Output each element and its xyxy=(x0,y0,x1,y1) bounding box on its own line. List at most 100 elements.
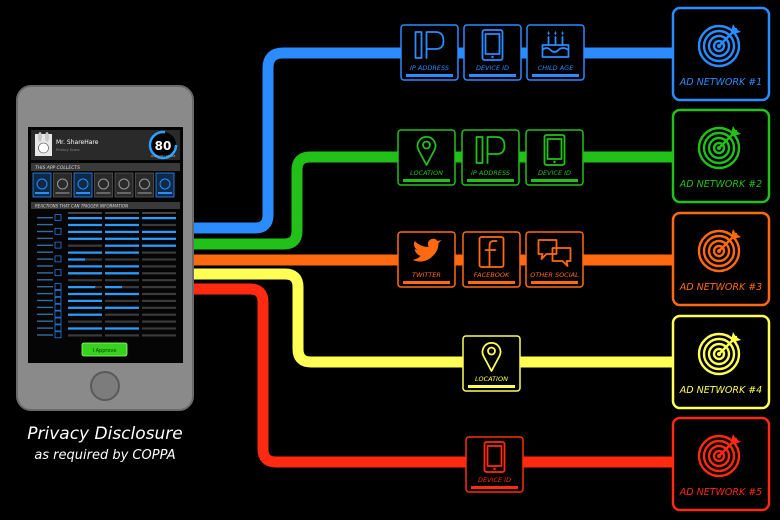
line-ad-network-4 xyxy=(184,268,672,368)
data-item-ip-address: IP ADDRESS xyxy=(400,24,459,81)
reactions-row xyxy=(37,324,176,332)
data-item-label: OTHER SOCIAL xyxy=(530,271,579,279)
data-item-bar xyxy=(531,281,578,284)
data-item-bar xyxy=(531,179,578,182)
data-item-bar xyxy=(468,385,515,388)
target-icon xyxy=(697,229,741,273)
collects-header xyxy=(31,163,180,171)
collects-item xyxy=(53,172,72,198)
reactions-row xyxy=(37,310,176,318)
caption-title: Privacy Disclosure xyxy=(27,424,183,444)
data-item-border xyxy=(397,129,456,186)
target-icon xyxy=(697,24,741,68)
collects-title: THIS APP COLLECTS xyxy=(35,165,80,171)
reactions-row xyxy=(37,237,176,240)
ad-networks: AD NETWORK #1 AD NETWORK #2 AD NETWORK #3 A… xyxy=(671,6,771,512)
data-item-location: LOCATION xyxy=(397,129,456,186)
data-item-label: LOCATION xyxy=(410,169,443,177)
data-item-border xyxy=(525,129,584,186)
speech-bubbles-icon xyxy=(537,239,572,267)
data-item-facebook: FACEBOOK xyxy=(462,231,521,288)
data-item-twitter: TWITTER xyxy=(397,231,456,288)
reactions-row xyxy=(37,269,176,277)
data-item-bar xyxy=(403,281,450,284)
data-item-bar xyxy=(532,74,579,77)
phone-mockup: Mr. ShareHare Privacy Score 80 ADVISORY … xyxy=(16,85,194,411)
collects-item xyxy=(73,172,93,198)
ad-network-border xyxy=(671,416,771,512)
data-item-border xyxy=(465,436,524,493)
approve-button-label: I Approve xyxy=(93,348,117,354)
app-user-sub: Privacy Score xyxy=(56,148,80,152)
reactions-row xyxy=(37,296,176,304)
data-item-bar xyxy=(469,74,516,77)
ad-network-card-2: AD NETWORK #2 xyxy=(671,108,771,204)
line-ad-network-1 xyxy=(184,47,672,234)
data-item-bar xyxy=(467,179,514,182)
reactions-row xyxy=(37,290,176,297)
score-value: 80 xyxy=(155,139,172,153)
data-item-label: DEVICE ID xyxy=(478,476,511,484)
data-item-label: LOCATION xyxy=(475,375,508,383)
ip-icon xyxy=(414,31,445,59)
data-item-border xyxy=(463,24,522,81)
score-sub: ADVISORY SCORE xyxy=(151,154,176,158)
ad-network-border xyxy=(671,211,771,307)
data-item-label: IP ADDRESS xyxy=(471,169,510,177)
line-ad-network-2 xyxy=(184,151,672,250)
reactions-table xyxy=(37,212,176,339)
facebook-icon xyxy=(478,236,505,268)
twitter-bird-icon xyxy=(412,238,442,262)
ad-network-border xyxy=(671,314,771,410)
phone-home-button[interactable] xyxy=(90,371,120,401)
data-item-border xyxy=(462,231,521,288)
data-item-device-id: DEVICE ID xyxy=(465,436,524,493)
reactions-row xyxy=(37,255,176,263)
reactions-row xyxy=(37,317,176,325)
ad-network-border xyxy=(671,108,771,204)
app-user-name: Mr. ShareHare xyxy=(56,139,99,146)
location-pin-icon xyxy=(481,342,502,372)
ad-network-label: AD NETWORK #4 xyxy=(679,385,762,396)
data-item-label: IP ADDRESS xyxy=(410,64,449,72)
reactions-row xyxy=(37,283,176,290)
reactions-row xyxy=(37,251,176,254)
data-item-ip-address: IP ADDRESS xyxy=(461,129,520,186)
rabbit-avatar xyxy=(35,132,52,156)
ad-network-card-3: AD NETWORK #3 xyxy=(671,211,771,307)
tablet-icon xyxy=(481,29,504,61)
reactions-header xyxy=(31,202,180,209)
ad-network-card-4: AD NETWORK #4 xyxy=(671,314,771,410)
cake-icon xyxy=(541,31,570,58)
data-item-label: DEVICE ID xyxy=(538,169,571,177)
ad-network-card-5: AD NETWORK #5 xyxy=(671,416,771,512)
collects-item xyxy=(155,172,175,198)
reactions-row xyxy=(37,331,176,339)
reactions-row xyxy=(37,265,176,268)
ad-network-label: AD NETWORK #3 xyxy=(679,282,762,293)
ad-network-label: AD NETWORK #5 xyxy=(679,487,762,498)
collects-item xyxy=(135,172,154,198)
data-item-label: DEVICE ID xyxy=(476,64,509,72)
reactions-row xyxy=(37,214,176,221)
caption-subtitle: as required by COPPA xyxy=(34,448,176,463)
data-item-label: TWITTER xyxy=(412,271,441,279)
data-item-bar xyxy=(403,179,450,182)
reactions-row xyxy=(37,241,176,249)
ad-network-label: AD NETWORK #2 xyxy=(679,179,762,190)
collects-icons xyxy=(32,172,175,198)
ad-network-label: AD NETWORK #1 xyxy=(679,77,762,88)
reactions-row xyxy=(37,223,176,227)
target-icon xyxy=(697,434,741,478)
data-item-label: FACEBOOK xyxy=(474,271,510,279)
collects-item xyxy=(114,172,134,198)
approve-button[interactable] xyxy=(81,342,128,357)
data-item-border xyxy=(525,231,584,288)
target-icon xyxy=(697,332,741,376)
reactions-row xyxy=(37,303,176,311)
score-ring xyxy=(148,130,178,160)
data-item-bar xyxy=(471,486,518,489)
data-item-other-social: OTHER SOCIAL xyxy=(525,231,584,288)
